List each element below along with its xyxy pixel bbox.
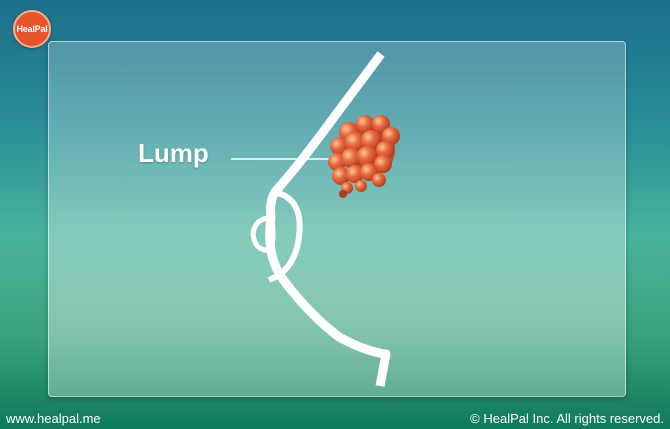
- breast-outline: [265, 51, 391, 387]
- copyright-text: © HealPal Inc. All rights reserved.: [470, 411, 664, 426]
- breast-lump-illustration: [231, 51, 400, 387]
- healpal-logo[interactable]: HealPal: [13, 10, 51, 48]
- website-link[interactable]: www.healpal.me: [6, 411, 101, 426]
- lump-cluster: [328, 115, 400, 198]
- nipple-outline: [267, 189, 303, 283]
- nipple-shape: [250, 215, 276, 253]
- lump-label: Lump: [138, 138, 209, 168]
- illustration-panel: Lump: [48, 41, 626, 397]
- logo-text: HealPal: [16, 24, 48, 34]
